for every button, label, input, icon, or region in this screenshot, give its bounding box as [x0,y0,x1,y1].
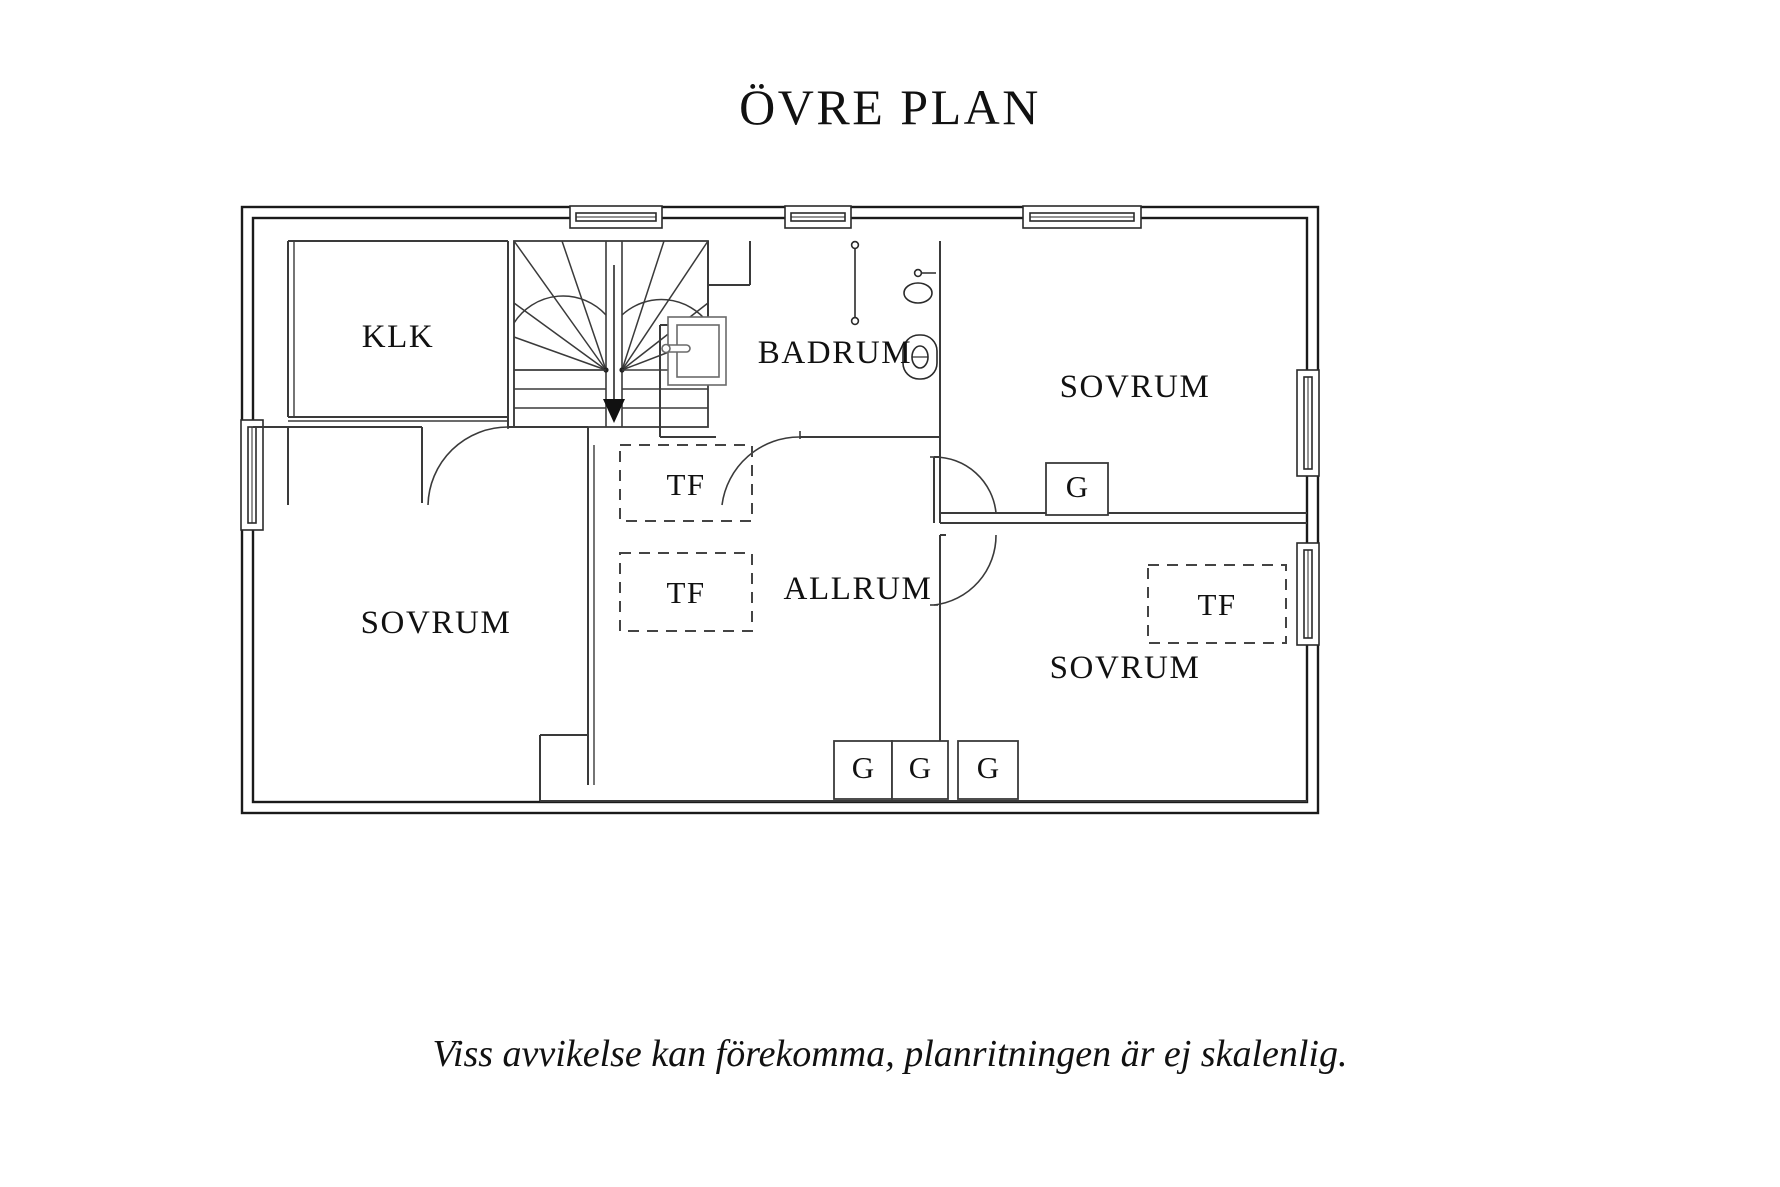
door-badrum[interactable] [721,431,801,506]
wall-inner-lines [288,241,595,785]
g-right-upper-label: G [1066,469,1088,504]
g-bottom-3-label: G [977,750,999,785]
window-top-2 [784,205,852,229]
window-top-1 [569,205,663,229]
g-bottom-1-label: G [852,750,874,785]
room-label-sovrum-top-right: SOVRUM [1060,369,1211,405]
page-title: ÖVRE PLAN [739,79,1041,135]
tf-sovrum-right-label: TF [1198,587,1237,622]
room-label-klk: KLK [362,319,435,355]
window-left-1 [240,419,264,531]
g-bottom-2-label: G [909,750,931,785]
g-right-upper: G [1045,462,1109,516]
staircase [513,240,709,428]
tf-allrum-upper: TF [619,444,753,522]
plan-disclaimer-caption: Viss avvikelse kan förekomma, planritnin… [432,1033,1348,1075]
window-top-3 [1022,205,1142,229]
bathroom-toilet [902,268,938,380]
bathroom-washbasin [661,316,727,386]
g-bottom-1: G [833,740,893,800]
g-bottom-2: G [891,740,949,800]
bathroom-shower-rail [850,240,860,326]
stair-direction-arrow [603,265,625,423]
door-sovrum-bottom-right[interactable] [930,534,997,606]
room-label-sovrum-left: SOVRUM [361,605,512,641]
door-sovrum-top-right[interactable] [930,456,997,514]
window-right-2 [1296,542,1320,646]
tf-allrum-lower: TF [619,552,753,632]
floorplan-drawing: G G G G TF TF TF KLK BADRUM [240,205,1320,815]
g-bottom-3: G [957,740,1019,800]
exterior-walls [240,205,1320,815]
room-label-allrum: ALLRUM [784,571,933,607]
tf-sovrum-right: TF [1147,564,1287,644]
room-label-badrum: BADRUM [758,335,912,371]
window-right-1 [1296,369,1320,477]
door-klk[interactable] [427,421,509,506]
room-label-sovrum-bottom-right: SOVRUM [1050,650,1201,686]
tf-allrum-lower-label: TF [667,575,706,610]
tf-allrum-upper-label: TF [667,467,706,502]
